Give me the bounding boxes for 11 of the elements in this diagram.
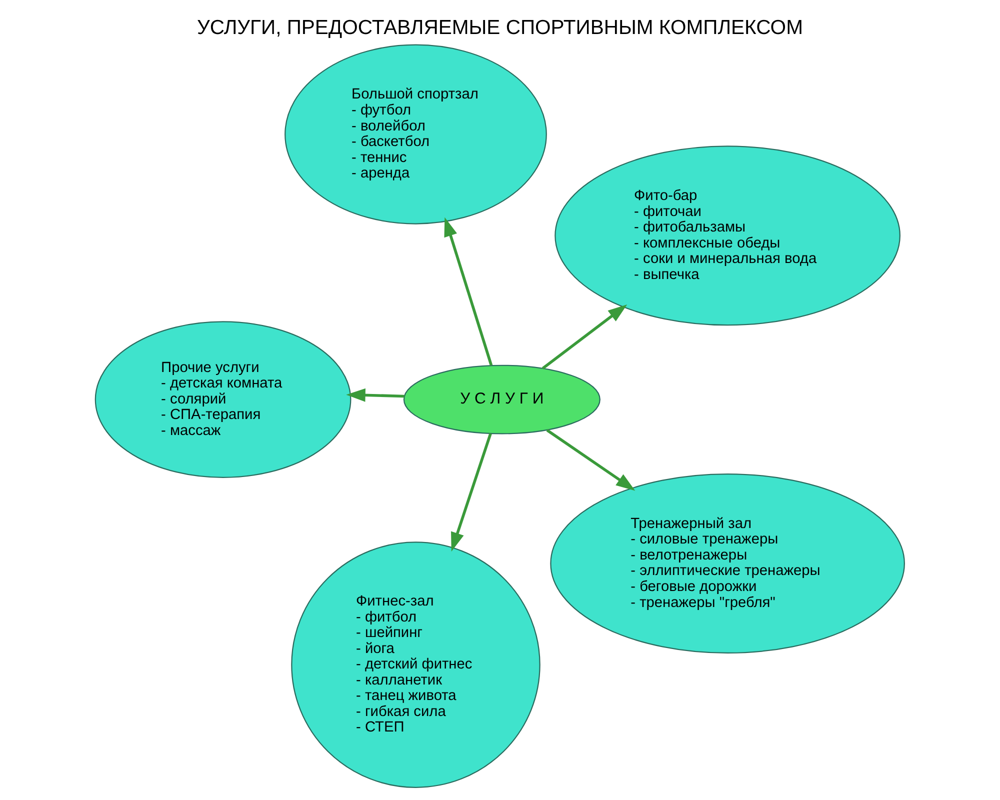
- node-circle: Фитнес-зал - фитбол - шейпинг - йога - детский фитнес - калланетик - танец живота - гибкая сила - СТЕП: [291, 541, 540, 788]
- arrow: [542, 304, 628, 369]
- arrow: [451, 432, 492, 552]
- arrow: [444, 216, 493, 366]
- diagram-title: УСЛУГИ, ПРЕДОСТАВЛЯЕМЫЕ СПОРТИВНЫМ КОМПЛЕКСОМ: [197, 16, 803, 39]
- arrow: [546, 428, 636, 490]
- node-ellipse: У С Л У Г И: [403, 364, 600, 434]
- node-ellipse: Фито-бар - фиточаи - фитобальзамы - комплексные обеды - соки и минеральная вода - выпечка: [554, 145, 900, 326]
- node-ellipse: Прочие услуги - детская комната - солярий - СПА-терапия - массаж: [94, 320, 352, 478]
- arrow: [346, 388, 404, 402]
- node-ellipse: Большой спортзал - футбол - волейбол - баскетбол - теннис - аренда: [284, 44, 547, 224]
